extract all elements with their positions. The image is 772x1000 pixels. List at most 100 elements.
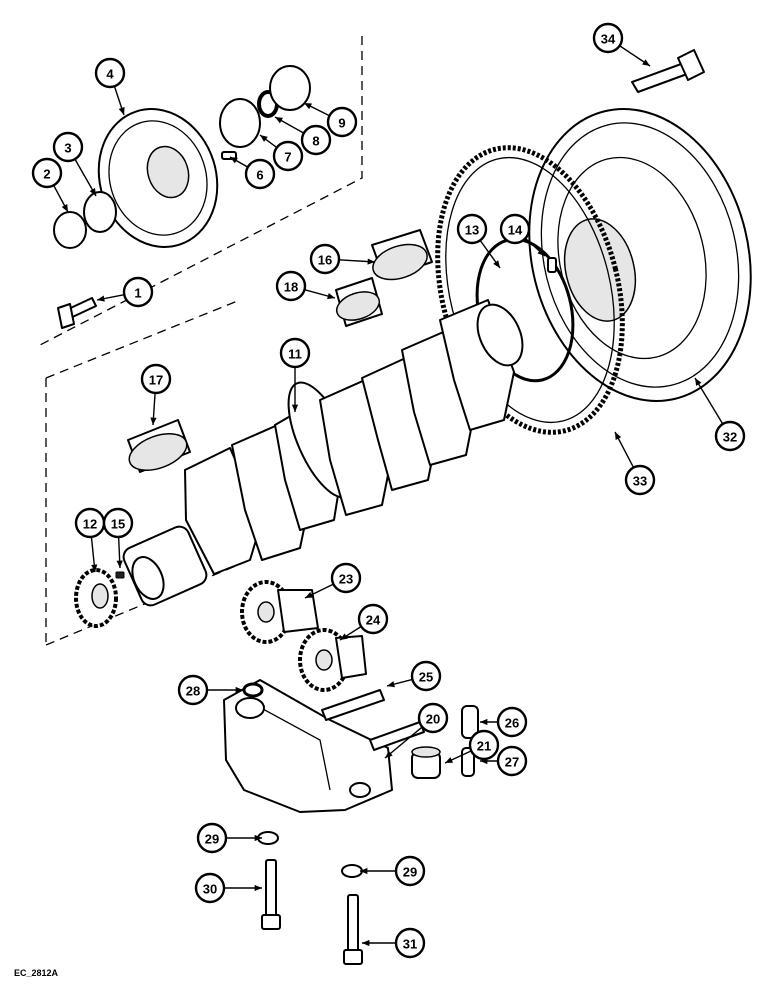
- callout-label-c18: 18: [284, 280, 298, 295]
- callout-circle-c30: [194, 872, 226, 904]
- callout-c29a: 29: [196, 822, 262, 854]
- callout-label-c4: 4: [106, 67, 114, 82]
- callout-c34: 34: [592, 22, 651, 67]
- retaining-ring: [242, 682, 264, 698]
- callout-circle-c13: [456, 213, 488, 245]
- ring-gear: [435, 145, 625, 435]
- arrowhead-c7: [260, 135, 268, 142]
- callout-label-c21: 21: [477, 739, 491, 754]
- callout-c15: 15: [102, 507, 134, 569]
- callout-label-c24: 24: [366, 613, 381, 628]
- thrust-bearing-half: [335, 277, 383, 327]
- wear-sleeve: [219, 98, 261, 148]
- callout-label-c32: 32: [723, 430, 737, 445]
- arrowhead-c16: [367, 258, 375, 265]
- oil-pump-housing: [223, 679, 393, 813]
- callout-label-c25: 25: [419, 670, 433, 685]
- front-seal: [83, 191, 117, 233]
- callout-c24: 24: [339, 603, 389, 641]
- callout-label-c1: 1: [134, 286, 141, 301]
- arrowhead-c2: [61, 204, 68, 212]
- arrowhead-c21: [445, 757, 453, 763]
- callout-circle-c7: [272, 140, 304, 172]
- callout-circle-c9: [326, 106, 358, 138]
- callout-c20: 20: [384, 702, 449, 759]
- callout-label-c33: 33: [633, 474, 647, 489]
- callout-circle-c24: [357, 603, 389, 635]
- callout-label-c14: 14: [508, 223, 523, 238]
- callout-c17: 17: [140, 363, 172, 426]
- callout-label-c34: 34: [601, 32, 616, 47]
- callout-circle-c17: [140, 363, 172, 395]
- bushing-upper: [461, 705, 479, 739]
- callout-label-c8: 8: [312, 134, 319, 149]
- callout-c14: 14: [499, 213, 546, 257]
- callout-label-c2: 2: [43, 167, 50, 182]
- arrowhead-c31: [362, 939, 370, 947]
- callout-c2: 2: [31, 157, 69, 213]
- callout-circle-c18: [275, 270, 307, 302]
- callout-c9: 9: [303, 102, 358, 138]
- arrowhead-c30: [254, 884, 262, 892]
- arrowhead-c9: [304, 103, 312, 110]
- callout-c6: 6: [229, 156, 276, 190]
- callout-c3: 3: [52, 131, 97, 197]
- crankshaft-pulley: [97, 108, 219, 248]
- flywheel-bolt: [631, 49, 705, 93]
- callout-c30: 30: [194, 872, 262, 904]
- dowel-pin: [547, 257, 557, 273]
- callout-label-c15: 15: [111, 517, 125, 532]
- callout-circle-c20: [417, 702, 449, 734]
- callout-circle-c31: [394, 927, 426, 959]
- key-pin: [221, 151, 237, 160]
- callout-c29b: 29: [360, 855, 426, 887]
- callout-c31: 31: [362, 927, 426, 959]
- callout-label-c31: 31: [403, 937, 417, 952]
- callout-label-c6: 6: [256, 168, 263, 183]
- callout-c7: 7: [259, 134, 304, 172]
- callout-c1: 1: [96, 276, 154, 308]
- washer-right: [341, 864, 363, 878]
- callout-circle-c15: [102, 507, 134, 539]
- callout-c33: 33: [614, 431, 656, 496]
- pump-shaft: [321, 689, 425, 751]
- callout-circle-c29b: [394, 855, 426, 887]
- callout-c21: 21: [444, 729, 500, 764]
- callout-circle-c8: [300, 124, 332, 156]
- arrowhead-c15: [116, 560, 123, 568]
- pump-bolt-left: [261, 859, 281, 930]
- leader-line-c20: [384, 726, 423, 759]
- callout-circle-c26: [496, 706, 528, 738]
- callout-circle-c21: [468, 729, 500, 761]
- callout-label-c27: 27: [505, 755, 519, 770]
- callout-label-c29b: 29: [403, 865, 417, 880]
- callout-c27: 27: [480, 745, 528, 777]
- arrowhead-c23: [305, 591, 313, 598]
- arrowhead-c14: [537, 248, 545, 256]
- callout-label-c3: 3: [64, 141, 71, 156]
- callout-label-c26: 26: [505, 716, 519, 731]
- arrowhead-c33: [615, 432, 622, 440]
- callout-circle-c3: [52, 131, 84, 163]
- upper-main-bearing: [371, 229, 433, 281]
- callout-circle-c14: [499, 213, 531, 245]
- pump-bolt-right: [343, 894, 363, 965]
- arrowhead-c17: [150, 417, 157, 425]
- callout-label-c16: 16: [318, 253, 332, 268]
- callout-c13: 13: [456, 213, 501, 269]
- arrowhead-c29b: [360, 867, 368, 875]
- arrowhead-c12: [91, 564, 98, 572]
- callout-c8: 8: [274, 116, 332, 156]
- arrowhead-c29a: [254, 834, 262, 842]
- gear-key: [115, 571, 125, 579]
- callout-label-c29a: 29: [205, 832, 219, 847]
- callout-c32: 32: [694, 377, 746, 452]
- spacer: [53, 211, 87, 249]
- callout-circle-c6: [244, 158, 276, 190]
- bushing-lower: [461, 747, 475, 777]
- sleeve-bushing: [411, 746, 441, 779]
- callout-label-c9: 9: [338, 116, 345, 131]
- callout-circle-c16: [309, 243, 341, 275]
